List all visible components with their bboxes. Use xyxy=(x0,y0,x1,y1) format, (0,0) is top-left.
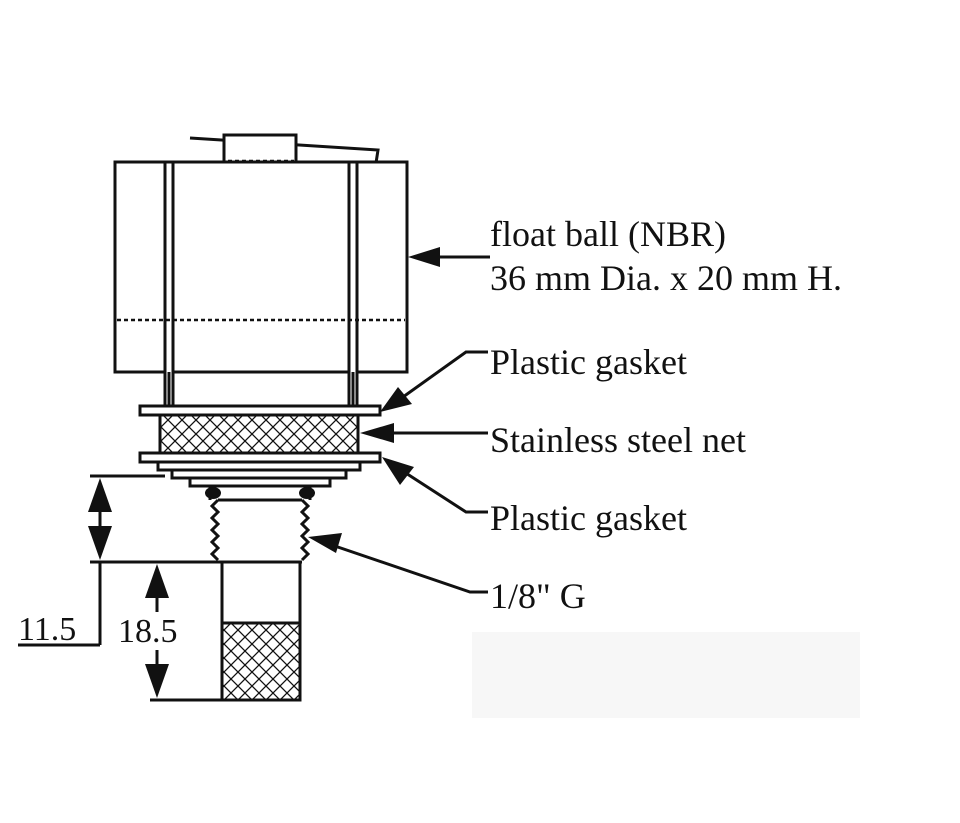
leader-thread xyxy=(308,533,488,594)
leader-gasket-top xyxy=(380,350,488,412)
label-float-ball-size: 36 mm Dia. x 20 mm H. xyxy=(490,258,842,298)
plastic-gasket-bottom xyxy=(138,451,382,502)
thread-stem xyxy=(209,498,311,623)
background-panel xyxy=(472,632,860,718)
leader-float-ball xyxy=(408,247,490,267)
dimension-upper xyxy=(18,474,218,647)
label-thread: 1/8" G xyxy=(490,576,586,616)
float-ball xyxy=(113,133,409,410)
stainless-steel-net xyxy=(158,413,360,455)
label-float-ball-name: float ball (NBR) xyxy=(490,214,726,254)
label-stainless-steel-net: Stainless steel net xyxy=(490,420,746,460)
bottom-filter-mesh xyxy=(220,621,302,702)
leader-gasket-bottom xyxy=(382,457,488,514)
dimension-lower-value: 18.5 xyxy=(118,613,178,650)
dimension-upper-value: 11.5 xyxy=(18,611,76,648)
label-plastic-gasket-top: Plastic gasket xyxy=(490,342,687,382)
leader-net xyxy=(360,423,488,443)
dimension-lower xyxy=(145,564,222,702)
label-plastic-gasket-bottom: Plastic gasket xyxy=(490,498,687,538)
